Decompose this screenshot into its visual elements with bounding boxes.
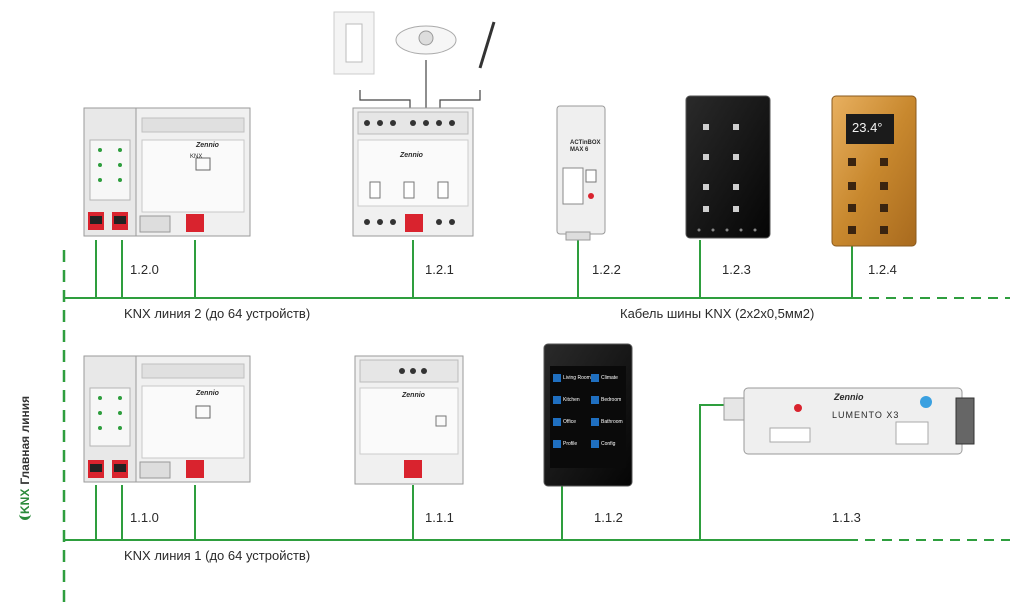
brand-label-ps-1-2-0: Zennio (196, 142, 219, 149)
actuator-1-2-1 (352, 107, 474, 237)
line2-caption: KNX линия 2 (до 64 устройств) (124, 306, 311, 321)
cable-caption: Кабель шины KNX (2х2х0,5мм2) (620, 306, 815, 321)
knx-label-ps-1-2-0: KNX (190, 154, 203, 160)
actinbox-1-2-2 (556, 105, 606, 241)
lumento-x3-1-1-3 (723, 387, 975, 455)
address-1-1-0: 1.1.0 (130, 510, 159, 525)
main-line-text: Главная линия (18, 395, 32, 485)
panel-tile-1: Climate (601, 375, 618, 381)
brand-label-act-1-2-1: Zennio (400, 152, 423, 159)
address-1-2-3: 1.2.3 (722, 262, 751, 277)
line1-caption: KNX линия 1 (до 64 устройств) (124, 548, 311, 563)
address-1-2-0: 1.2.0 (130, 262, 159, 277)
line2-bus (64, 240, 1010, 299)
address-1-1-3: 1.1.3 (832, 510, 861, 525)
address-1-2-2: 1.2.2 (592, 262, 621, 277)
lumento-label: LUMENTO X3 (832, 410, 900, 420)
address-1-1-2: 1.1.2 (594, 510, 623, 525)
actinbox-label: ACTinBOX MAX 6 (570, 140, 601, 153)
panel-tile-6: Profile (563, 441, 578, 447)
address-1-1-1: 1.1.1 (425, 510, 454, 525)
dimmer-1-1-1 (354, 355, 464, 485)
touch-panel-1-1-2 (543, 343, 633, 487)
thermostat-display: 23.4° (852, 120, 883, 135)
line-coupler-1-1-0 (83, 355, 137, 483)
panel-tile-0: Living Room (563, 375, 591, 381)
knx-logo-icon: KNX (18, 488, 32, 520)
panel-tile-3: Bedroom (601, 397, 622, 403)
accessories-1-2-1 (333, 11, 496, 108)
panel-tile-2: Kitchen (563, 397, 580, 403)
address-1-2-4: 1.2.4 (868, 262, 897, 277)
line-coupler-1-2-0 (83, 107, 137, 237)
power-supply-1-2-0 (135, 107, 251, 237)
panel-tile-5: Bathroom (601, 419, 623, 425)
gold-thermostat-1-2-4 (831, 95, 917, 247)
panel-tile-7: Config (601, 441, 616, 447)
panel-tile-4: Office (563, 419, 576, 425)
main-line-label: KNX Главная линия (18, 360, 32, 520)
glass-push-button-1-2-3 (685, 95, 771, 239)
brand-label-ps-1-1-0: Zennio (196, 390, 219, 397)
lumento-brand: Zennio (834, 392, 864, 402)
power-supply-1-1-0 (135, 355, 251, 483)
address-1-2-1: 1.2.1 (425, 262, 454, 277)
brand-label-dim-1-1-1: Zennio (402, 392, 425, 399)
